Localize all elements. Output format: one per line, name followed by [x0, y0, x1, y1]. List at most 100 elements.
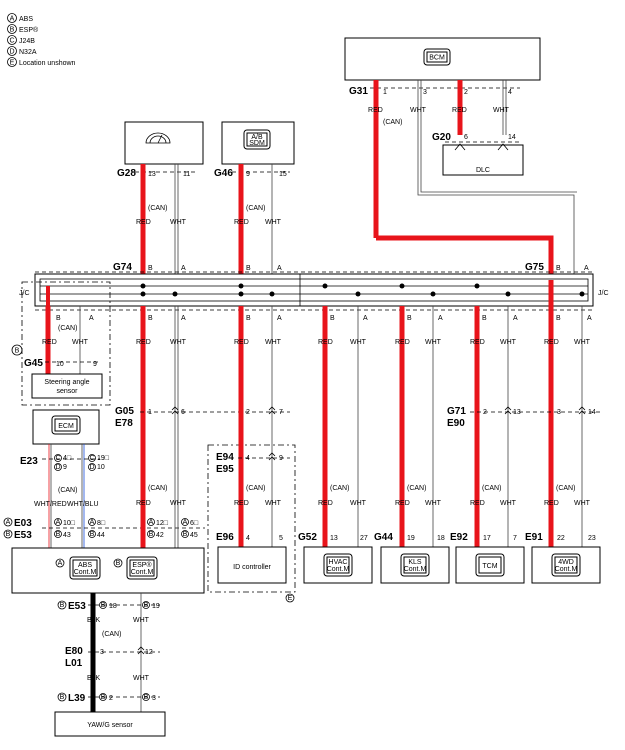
svg-text:B: B [116, 560, 121, 567]
svg-text:(CAN): (CAN) [246, 485, 265, 492]
meter-unit [124, 121, 204, 165]
svg-text:6: 6 [181, 409, 185, 416]
svg-text:RED: RED [136, 500, 151, 507]
svg-text:17: 17 [483, 535, 491, 542]
connector-separation-marks [137, 406, 586, 655]
svg-text:43: 43 [63, 532, 71, 539]
svg-text:WHT/BLU: WHT/BLU [67, 501, 99, 508]
svg-text:YAW/G sensor: YAW/G sensor [87, 722, 133, 729]
svg-text:(CAN): (CAN) [148, 485, 167, 492]
svg-text:B: B [60, 694, 65, 701]
connector-e78: E78 [115, 418, 133, 429]
svg-text:D: D [89, 464, 94, 471]
svg-text:ESP®: ESP® [132, 561, 152, 569]
svg-text:B: B [60, 602, 65, 609]
svg-text:22: 22 [557, 535, 565, 542]
connector-l01: L01 [65, 658, 83, 669]
dlc-unit: DLC G20 6 14 [432, 132, 524, 176]
svg-text:2: 2 [464, 89, 468, 96]
4wd-control-module: 4WD Cont.M [531, 546, 601, 584]
svg-text:TCM: TCM [482, 563, 497, 570]
svg-text:(CAN): (CAN) [556, 485, 575, 492]
svg-text:RED: RED [544, 339, 559, 346]
svg-text:(CAN): (CAN) [330, 485, 349, 492]
svg-text:B: B [330, 315, 335, 322]
svg-text:WHT: WHT [574, 339, 591, 346]
svg-text:A: A [10, 16, 15, 23]
steering-angle-sensor: Steering angle sensor [31, 373, 103, 399]
connector-g74: G74 [113, 262, 132, 273]
svg-text:N32A: N32A [19, 49, 37, 56]
connector-g28: G28 [117, 168, 136, 179]
svg-text:HVAC: HVAC [329, 559, 348, 566]
svg-text:42: 42 [156, 532, 164, 539]
svg-text:A: A [181, 315, 186, 322]
svg-text:WHT: WHT [170, 219, 187, 226]
svg-text:RED: RED [395, 500, 410, 507]
svg-text:3: 3 [557, 409, 561, 416]
connector-e23: E23 [20, 456, 38, 467]
svg-text:(CAN): (CAN) [246, 205, 265, 212]
connector-g46: G46 [214, 168, 233, 179]
svg-text:3: 3 [423, 89, 427, 96]
svg-text:7: 7 [279, 409, 283, 416]
svg-text:9: 9 [63, 464, 67, 471]
svg-text:ID controller: ID controller [233, 564, 271, 571]
svg-text:WHT: WHT [170, 339, 187, 346]
id-controller: ID controller [217, 546, 287, 584]
svg-text:BCM: BCM [429, 55, 445, 62]
svg-text:RED: RED [318, 500, 333, 507]
svg-text:18: 18 [437, 535, 445, 542]
svg-text:7: 7 [513, 535, 517, 542]
connector-g71: G71 [447, 406, 466, 417]
svg-text:J/C: J/C [598, 290, 609, 297]
joint-connector: J/C J/C [19, 273, 609, 307]
svg-text:3: 3 [152, 695, 156, 702]
svg-text:WHT: WHT [265, 339, 282, 346]
svg-text:2: 2 [246, 409, 250, 416]
connector-g44: G44 [374, 532, 393, 543]
connector-g05: G05 [115, 406, 134, 417]
svg-text:(CAN): (CAN) [148, 205, 167, 212]
svg-text:RED: RED [42, 339, 57, 346]
svg-text:B: B [148, 315, 153, 322]
svg-text:WHT: WHT [350, 500, 367, 507]
svg-text:19□: 19□ [97, 455, 110, 462]
svg-text:A: A [438, 315, 443, 322]
kls-control-module: KLS Cont.M [380, 546, 450, 584]
connector-g52: G52 [298, 532, 317, 543]
svg-text:4WD: 4WD [558, 559, 574, 566]
svg-text:B: B [15, 348, 20, 355]
svg-text:5: 5 [279, 535, 283, 542]
svg-text:C: C [55, 455, 60, 462]
connector-l39: L39 [68, 693, 86, 704]
svg-text:Cont.M: Cont.M [74, 569, 97, 576]
svg-text:RED: RED [470, 339, 485, 346]
svg-text:WHT: WHT [133, 617, 150, 624]
svg-text:9: 9 [279, 455, 283, 462]
svg-text:B: B [149, 531, 154, 538]
svg-text:Cont.M: Cont.M [555, 566, 578, 573]
svg-text:J24B: J24B [19, 38, 35, 45]
svg-text:WHT: WHT [72, 339, 89, 346]
svg-text:WHT: WHT [500, 339, 517, 346]
bcm-unit: BCM [344, 37, 541, 81]
svg-text:KLS: KLS [408, 559, 422, 566]
svg-text:ECM: ECM [58, 423, 74, 430]
connector-g75: G75 [525, 262, 544, 273]
svg-text:14: 14 [588, 409, 596, 416]
svg-text:A: A [513, 315, 518, 322]
svg-text:12: 12 [145, 649, 153, 656]
svg-text:A: A [58, 560, 63, 567]
svg-text:45: 45 [190, 532, 198, 539]
svg-text:RED: RED [470, 500, 485, 507]
abs-esp-control-module: A ABS Cont.M B ESP® Cont.M [11, 547, 205, 594]
svg-text:27: 27 [360, 535, 368, 542]
svg-text:WHT: WHT [500, 500, 517, 507]
svg-text:WHT: WHT [574, 500, 591, 507]
svg-text:RED: RED [318, 339, 333, 346]
svg-text:B: B [101, 602, 106, 609]
svg-text:A: A [6, 519, 11, 526]
svg-text:WHT: WHT [350, 339, 367, 346]
